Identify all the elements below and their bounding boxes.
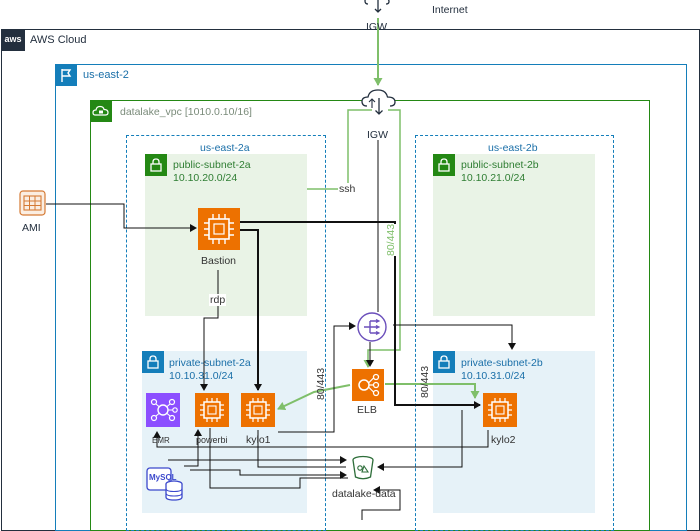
edge-kylo1-to-s3 <box>257 430 346 468</box>
edge-ssh <box>307 109 372 190</box>
powerbi-ec2-icon[interactable] <box>195 393 229 427</box>
edge-bastion-to-kylo2 <box>240 221 481 409</box>
s3-bucket-label: datalake-data <box>332 488 396 500</box>
edge-mysql-to-powerbi <box>184 429 202 467</box>
public-subnet-2a-lock-icon <box>145 154 167 176</box>
az-2a-title: us-east-2a <box>200 142 250 154</box>
mysql-label: MySQL <box>149 473 177 482</box>
private-subnet-2b-cidr: 10.10.31.0/24 <box>461 370 526 382</box>
bastion-label: Bastion <box>201 255 237 267</box>
elb-icon[interactable] <box>352 369 384 401</box>
private-subnet-2b-lock-icon <box>433 351 455 373</box>
private-subnet-2b-name: private-subnet-2b <box>461 357 543 369</box>
bastion-ec2-icon[interactable] <box>198 208 240 250</box>
edge-powerbi-to-s3 <box>209 428 348 489</box>
private-subnet-2a-name: private-subnet-2a <box>169 357 251 369</box>
vpc-name: datalake_vpc <box>120 106 182 118</box>
powerbi-label: powerbi <box>196 435 228 445</box>
private-subnet-2a-cidr: 10.10.31.0/24 <box>169 370 234 382</box>
kylo1-ec2-icon[interactable] <box>241 393 275 427</box>
vpc-cidr: [1010.0.10/16] <box>184 106 252 118</box>
public-subnet-2b-name: public-subnet-2b <box>461 159 539 171</box>
edge-mysql-to-s3 <box>190 469 347 479</box>
edge-rdp <box>200 270 219 391</box>
aws-cloud-title: AWS Cloud <box>30 34 87 46</box>
region-flag-icon <box>55 64 77 86</box>
emr-label: EMR <box>152 436 170 445</box>
private-subnet-2a-lock-icon <box>142 351 164 373</box>
edge-kylo2-to-emr <box>153 430 489 448</box>
internet-label: Internet <box>432 4 468 16</box>
az-2b-title: us-east-2b <box>488 142 538 154</box>
vpc-igw-icon <box>360 86 398 118</box>
internet-igw-icon <box>363 0 393 14</box>
emr-icon[interactable] <box>146 393 180 427</box>
edge-elb-to-kylo1 <box>277 384 351 411</box>
public-subnet-2b-cidr: 10.10.21.0/24 <box>461 172 526 184</box>
aws-logo-icon: aws <box>1 29 25 51</box>
edge-kylo1-to-router <box>278 322 356 433</box>
ami-label: AMI <box>22 222 41 234</box>
vpc-cloud-lock-icon <box>90 100 112 122</box>
edge-ami-to-bastion <box>46 203 197 232</box>
vpc-igw-label: IGW <box>367 129 388 141</box>
kylo1-label: kylo1 <box>246 434 271 446</box>
s3-bucket-icon[interactable] <box>350 455 376 481</box>
edge-label-ssh: ssh <box>338 183 357 195</box>
edge-label-port-green: 80/443 <box>385 223 397 256</box>
edge-kylo2-to-s3 <box>377 410 463 471</box>
vpc-title: datalake_vpc [1010.0.10/16] <box>120 106 252 118</box>
edge-elb-to-kylo2 <box>385 383 480 399</box>
aws-logo-text: aws <box>4 34 22 44</box>
private-subnet-2b-box <box>433 351 595 513</box>
mysql-rds-icon[interactable] <box>146 466 186 502</box>
kylo2-label: kylo2 <box>491 434 516 446</box>
internet-igw-label: IGW <box>366 21 387 33</box>
public-subnet-2a-name: public-subnet-2a <box>173 159 251 171</box>
edge-igw-to-elb <box>363 109 401 368</box>
edge-bastion-to-kylo1 <box>240 229 262 391</box>
kylo2-ec2-icon[interactable] <box>483 393 517 427</box>
public-subnet-2b-lock-icon <box>433 154 455 176</box>
elb-label: ELB <box>357 404 377 416</box>
region-title: us-east-2 <box>83 69 129 81</box>
ami-icon <box>19 190 46 216</box>
router-icon[interactable] <box>356 311 388 343</box>
edge-label-port-left: 80/443 <box>315 367 327 400</box>
public-subnet-2a-cidr: 10.10.20.0/24 <box>173 172 238 184</box>
edge-bottom-to-s3 <box>361 486 401 520</box>
edge-label-rdp: rdp <box>209 294 227 306</box>
public-subnet-2b-box <box>433 154 595 316</box>
edge-label-port-right: 80/443 <box>419 365 431 398</box>
edge-router-to-kylo2 <box>393 324 516 350</box>
